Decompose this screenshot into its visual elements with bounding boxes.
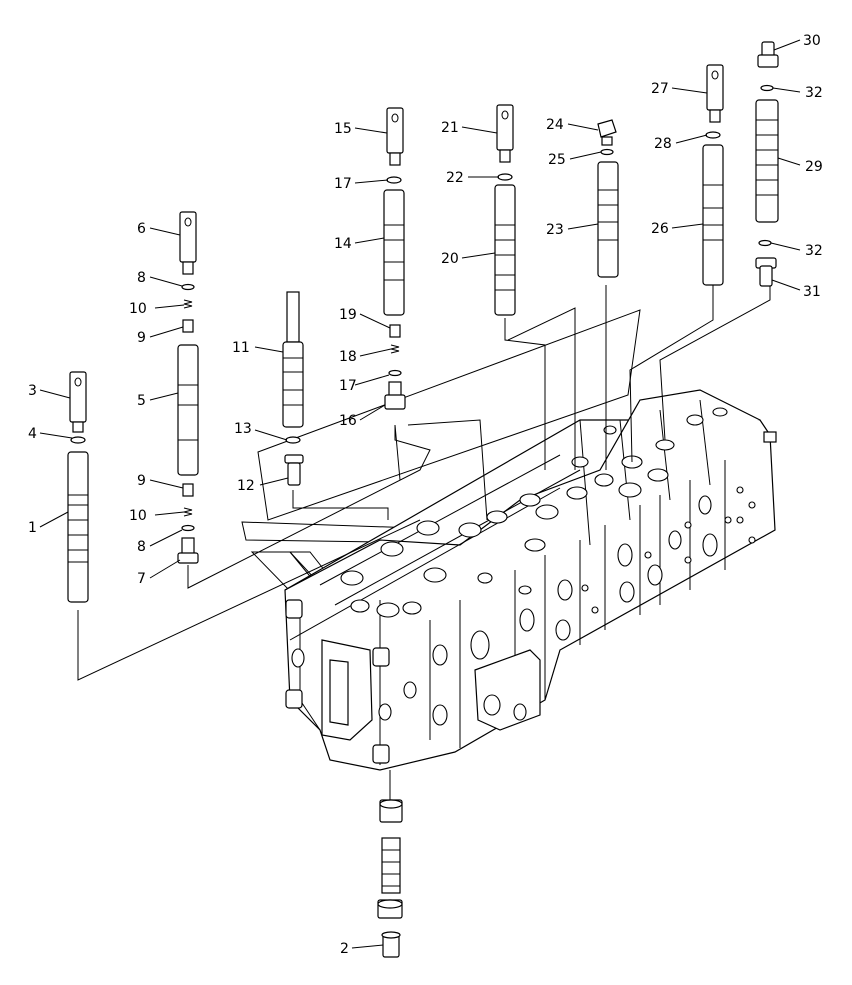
callout-20: 20	[441, 251, 459, 267]
callout-6: 6	[137, 221, 146, 237]
callout-17-upper: 17	[334, 176, 352, 192]
callout-9-lower: 9	[137, 473, 146, 489]
callout-27: 27	[651, 81, 669, 97]
spool-5-column	[177, 211, 199, 564]
spool-20-column	[494, 104, 516, 316]
callout-5: 5	[137, 393, 146, 409]
callout-31: 31	[803, 284, 821, 300]
valve-body	[284, 389, 777, 771]
spool-29-column	[755, 41, 779, 287]
callout-19: 19	[339, 307, 357, 323]
callout-14: 14	[334, 236, 352, 252]
callout-29: 29	[805, 159, 823, 175]
leader-lines	[77, 285, 771, 681]
lower-spool-assembly	[377, 770, 403, 958]
callout-26: 26	[651, 221, 669, 237]
callout-leaders	[39, 39, 801, 949]
spool-1-column	[67, 371, 89, 603]
callout-32-upper: 32	[805, 85, 823, 101]
callout-22: 22	[446, 170, 464, 186]
callout-28: 28	[654, 136, 672, 152]
callout-13: 13	[234, 421, 252, 437]
callout-labels: 1 2 3 4 5 6 7 8 8 9 9 10 10 11 12 13 14 …	[28, 33, 823, 957]
callout-10-upper: 10	[129, 301, 147, 317]
callout-9-upper: 9	[137, 330, 146, 346]
callout-25: 25	[548, 152, 566, 168]
callout-3: 3	[28, 383, 37, 399]
callout-24: 24	[546, 117, 564, 133]
callout-23: 23	[546, 222, 564, 238]
callout-12: 12	[237, 478, 255, 494]
callout-1: 1	[28, 520, 37, 536]
spool-23-column	[597, 119, 619, 278]
callout-17-lower: 17	[339, 378, 357, 394]
callout-18: 18	[339, 349, 357, 365]
callout-8-lower: 8	[137, 539, 146, 555]
spool-26-column	[702, 64, 724, 286]
callout-2: 2	[340, 941, 349, 957]
callout-16: 16	[339, 413, 357, 429]
callout-21: 21	[441, 120, 459, 136]
callout-10-lower: 10	[129, 508, 147, 524]
spool-14-column	[383, 107, 406, 410]
callout-7: 7	[137, 571, 146, 587]
callout-32-lower: 32	[805, 243, 823, 259]
callout-8-upper: 8	[137, 270, 146, 286]
callout-4: 4	[28, 426, 37, 442]
callout-11: 11	[232, 340, 250, 356]
spool-11-column	[282, 291, 304, 486]
callout-15: 15	[334, 121, 352, 137]
callout-30: 30	[803, 33, 821, 49]
